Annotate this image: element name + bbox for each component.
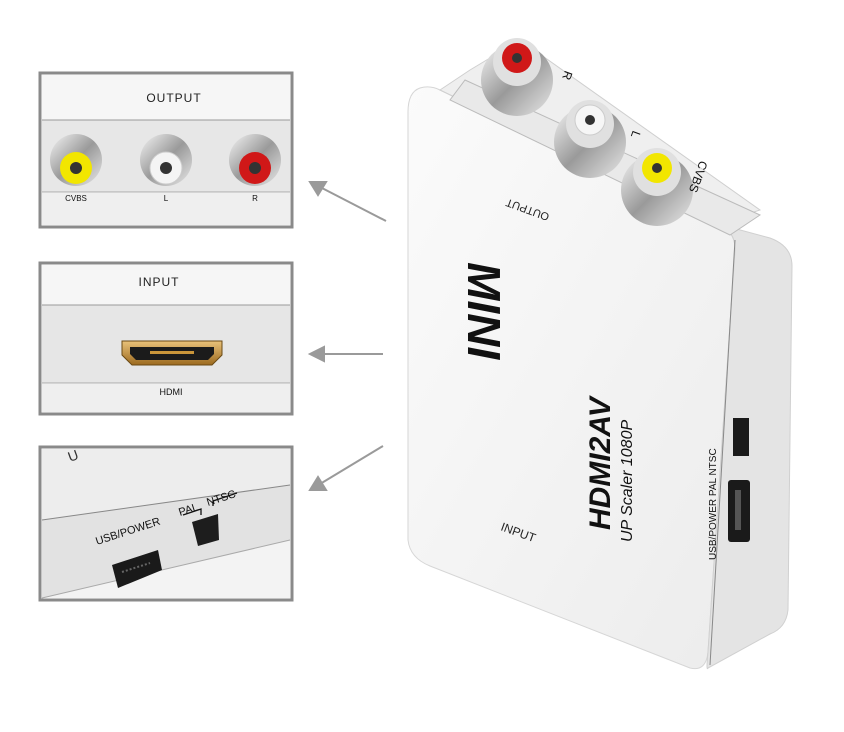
output-inset-title: OUTPUT bbox=[146, 91, 201, 105]
mini-usb-port-icon bbox=[112, 550, 162, 588]
arrow-to-side-icon bbox=[308, 445, 384, 491]
input-inset-title: INPUT bbox=[139, 275, 180, 289]
device-switch-icon bbox=[733, 418, 749, 456]
cvbs-jack-icon bbox=[50, 134, 102, 186]
pal-ntsc-switch-icon bbox=[192, 514, 219, 546]
model-subtitle: UP Scaler 1080P bbox=[619, 420, 636, 542]
output-inset-panel: OUTPUT CVBS L R bbox=[38, 71, 294, 229]
converter-device: R L CVBS OUTPUT MINI HDMI2AV UP Scaler 1… bbox=[407, 38, 793, 670]
cvbs-label: CVBS bbox=[65, 194, 87, 203]
arrow-to-output-icon bbox=[308, 181, 387, 222]
input-inset-panel: INPUT HDMI bbox=[38, 261, 294, 416]
hdmi-label: HDMI bbox=[160, 387, 183, 397]
model-name: HDMI2AV bbox=[584, 394, 617, 530]
mini-logo: MINI bbox=[458, 262, 510, 360]
arrow-to-input-icon bbox=[307, 345, 383, 363]
device-usb-port-icon bbox=[728, 480, 750, 542]
yellow-rca-jack-icon bbox=[621, 148, 693, 226]
device-side-label: USB/POWER PAL NTSC bbox=[708, 448, 719, 560]
r-label: R bbox=[252, 194, 258, 203]
white-rca-jack-icon bbox=[554, 100, 626, 178]
hdmi-port-icon bbox=[121, 340, 223, 366]
top-label-l: L bbox=[628, 129, 644, 140]
red-rca-jack-icon bbox=[481, 38, 553, 116]
l-jack-icon bbox=[140, 134, 192, 186]
l-label: L bbox=[164, 194, 169, 203]
side-inset-panel: U USB/POWER PAL NTSC bbox=[38, 445, 294, 602]
r-jack-icon bbox=[229, 134, 281, 186]
